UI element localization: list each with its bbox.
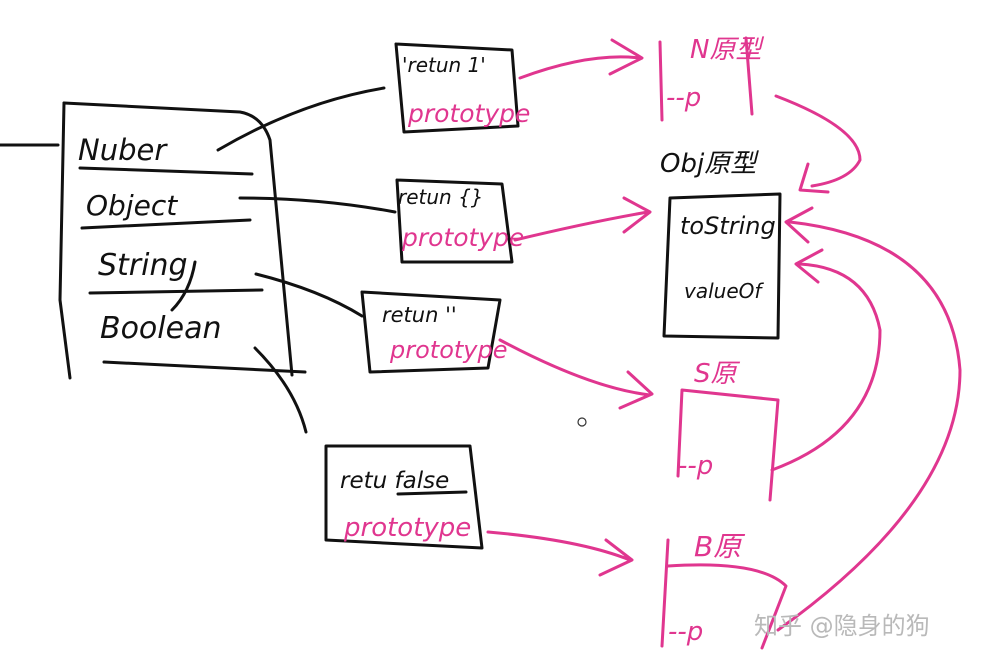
function-body-boolean: retu false xyxy=(340,468,449,494)
function-box-object: retun {} prototype xyxy=(395,178,524,264)
boolean-connector xyxy=(253,346,308,434)
function-box-boolean-border xyxy=(324,444,484,550)
function-body-object: retun {} xyxy=(398,185,484,209)
boolean-prototype-proto-link: --p xyxy=(668,617,703,647)
watermark: 知乎 @隐身的狗 xyxy=(754,612,930,640)
object-member-valueof: valueOf xyxy=(684,279,764,303)
constructors-table: Nuber Object String Boolean xyxy=(0,101,307,380)
prototype-label-object: prototype xyxy=(401,223,524,252)
constructor-object: Object xyxy=(86,189,178,222)
number-prototype-label: N原型 xyxy=(690,35,764,65)
arrow-to-string-prototype xyxy=(498,338,654,410)
object-prototype-label: Obj原型 xyxy=(660,149,759,179)
proto-chain-arrows xyxy=(770,94,962,632)
proto-arrow-string-to-object xyxy=(770,248,882,472)
boolean-prototype-label: B原 xyxy=(694,530,745,563)
proto-arrow-number-to-object xyxy=(774,94,862,194)
stray-dot xyxy=(577,417,587,427)
table-bottom-line xyxy=(102,360,307,374)
arrow-to-number-prototype xyxy=(518,38,644,80)
number-prototype: N原型 --p xyxy=(658,35,764,122)
function-body-boolean-underline xyxy=(396,490,468,496)
row-divider-3 xyxy=(88,288,264,295)
object-connector xyxy=(238,196,397,214)
constructor-connectors xyxy=(216,86,397,434)
string-prototype: S原 --p xyxy=(676,359,780,502)
arrow-to-object-prototype xyxy=(513,196,652,242)
number-prototype-border xyxy=(658,36,754,122)
constructor-number: Nuber xyxy=(78,133,168,167)
function-box-string-border xyxy=(360,290,502,374)
object-member-tostring: toString xyxy=(680,212,776,240)
function-box-object-border xyxy=(395,178,514,264)
function-box-number-border xyxy=(394,42,520,134)
row-divider-1 xyxy=(78,166,254,176)
arrow-to-boolean-prototype xyxy=(486,530,634,577)
boolean-prototype-border xyxy=(660,538,788,650)
number-prototype-proto-link: --p xyxy=(666,83,701,113)
prototype-label-boolean: prototype xyxy=(343,513,471,543)
constructor-string: String xyxy=(98,248,188,283)
function-body-string: retun '' xyxy=(382,303,457,327)
function-box-boolean: retu false prototype xyxy=(324,444,484,550)
string-tail-stroke xyxy=(170,260,197,312)
boolean-prototype: B原 --p xyxy=(660,530,788,650)
row-divider-2 xyxy=(80,218,252,230)
function-box-number: 'retun 1' prototype xyxy=(394,42,530,134)
string-prototype-label: S原 xyxy=(694,359,741,389)
string-prototype-border xyxy=(676,388,780,502)
table-right-border xyxy=(62,101,294,377)
object-prototype: Obj原型 toString valueOf xyxy=(660,149,782,340)
prototype-arrows xyxy=(486,38,654,577)
object-prototype-border xyxy=(662,192,782,340)
function-box-string: retun '' prototype xyxy=(360,290,508,374)
number-connector xyxy=(216,86,386,152)
string-prototype-proto-link: --p xyxy=(678,451,713,481)
function-body-number: 'retun 1' xyxy=(402,53,486,77)
prototype-label-string: prototype xyxy=(389,336,508,364)
string-connector xyxy=(254,272,364,318)
prototype-label-number: prototype xyxy=(407,99,530,128)
proto-arrow-boolean-to-object xyxy=(776,206,962,632)
constructor-boolean: Boolean xyxy=(100,311,221,346)
table-left-border xyxy=(58,101,72,380)
